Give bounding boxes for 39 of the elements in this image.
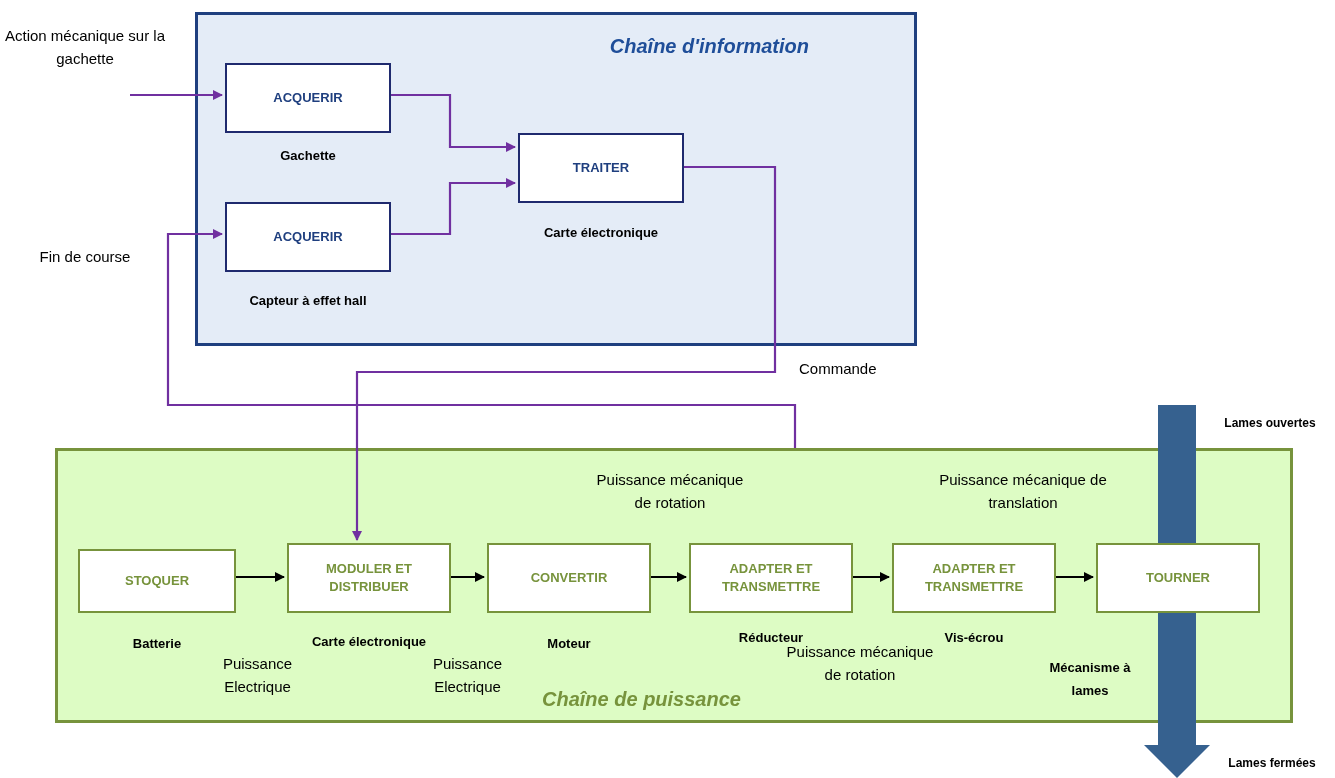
component-label: Batterie	[131, 635, 183, 653]
energy-label: Puissance Electrique	[221, 654, 294, 697]
arrow	[388, 93, 516, 152]
function-box: ADAPTER ET TRANSMETTRE	[689, 543, 853, 613]
chain-panel	[195, 12, 917, 346]
position-label: Lames ouvertes	[1223, 415, 1317, 432]
arrow	[166, 229, 797, 448]
component-label: Carte électronique	[542, 224, 660, 242]
arrow	[388, 178, 516, 236]
component-label: Gachette	[279, 147, 337, 165]
input-label: Action mécanique sur la gachette	[3, 26, 167, 69]
chain-panel	[55, 448, 1293, 723]
arrow	[448, 572, 485, 582]
arrow	[352, 165, 777, 541]
component-label: Capteur à effet hall	[248, 292, 368, 310]
function-box: TRAITER	[518, 133, 684, 203]
function-box: ADAPTER ET TRANSMETTRE	[892, 543, 1056, 613]
input-label: Fin de course	[38, 247, 132, 267]
function-box: ACQUERIR	[225, 63, 391, 133]
component-label: Carte électronique	[310, 633, 428, 651]
panel-title: Chaîne de puissance	[542, 687, 741, 712]
arrow	[130, 90, 223, 100]
function-box: CONVERTIR	[487, 543, 651, 613]
component-label: Vis-écrou	[943, 629, 1005, 647]
energy-label: Puissance mécanique de rotation	[595, 470, 745, 513]
function-box: MODULER ET DISTRIBUER	[287, 543, 451, 613]
component-label: Moteur	[546, 635, 592, 653]
arrow	[233, 572, 285, 582]
energy-label: Puissance Electrique	[431, 654, 504, 697]
function-box: STOQUER	[78, 549, 236, 613]
arrow	[850, 572, 890, 582]
position-label: Lames fermées	[1227, 755, 1317, 772]
component-label: Mécanisme à lames	[1048, 659, 1132, 700]
energy-label: Puissance mécanique de translation	[938, 470, 1108, 513]
function-box: ACQUERIR	[225, 202, 391, 272]
panel-title: Chaîne d'information	[609, 34, 809, 59]
arrow	[648, 572, 687, 582]
function-box: TOURNER	[1096, 543, 1260, 613]
arrow	[1053, 572, 1094, 582]
